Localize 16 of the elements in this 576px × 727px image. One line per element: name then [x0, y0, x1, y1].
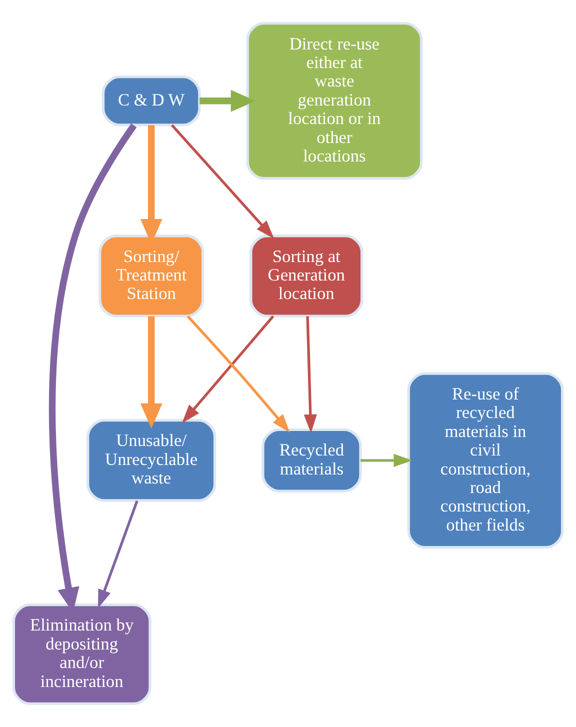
arrow: [98, 500, 138, 608]
node-box: Unusable/ Unrecyclable waste: [86, 418, 216, 502]
node-box: Elimination by depositing and/or incineration: [12, 603, 152, 705]
arrow: [170, 124, 274, 239]
node-box: Sorting at Generation location: [250, 234, 364, 318]
arrow: [186, 315, 290, 433]
arrow: [304, 316, 317, 434]
arrow: [140, 316, 162, 428]
arrow: [360, 454, 412, 467]
node-box: Re-use of recycled materials in civil construction, road construction, other fields: [407, 372, 564, 549]
arrow: [200, 90, 256, 112]
node-box: Sorting/ Treatment Station: [98, 234, 204, 318]
node-box: Recycled materials: [262, 428, 362, 492]
arrow: [182, 315, 274, 424]
node-box: C & D W: [102, 75, 201, 126]
node-box: Direct re-use either at waste generation location or in other locations: [246, 22, 423, 180]
